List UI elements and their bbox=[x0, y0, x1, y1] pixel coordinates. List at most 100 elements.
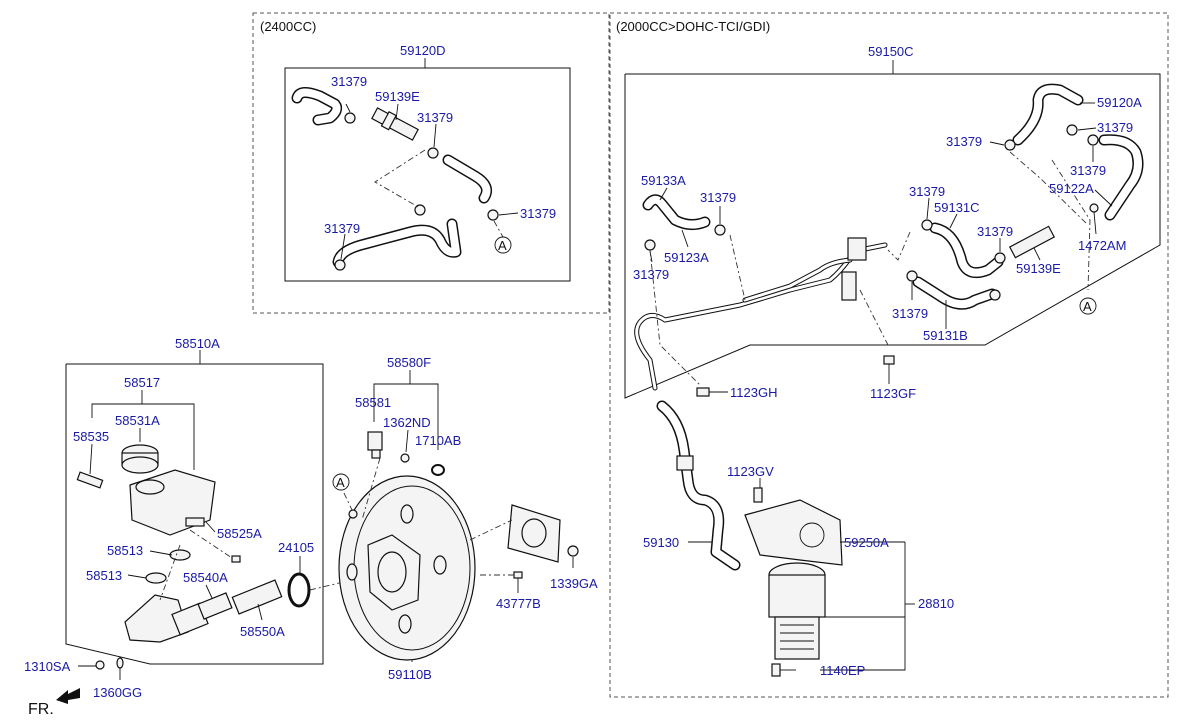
fitting-58581 bbox=[367, 431, 383, 459]
label-58535[interactable]: 58535 bbox=[73, 429, 109, 444]
label-fr: FR. bbox=[28, 701, 54, 718]
label-58540a[interactable]: 58540A bbox=[183, 570, 228, 585]
leader-59122a bbox=[1094, 189, 1113, 207]
seal-58540a bbox=[197, 592, 233, 620]
label-31379-b[interactable]: 31379 bbox=[417, 110, 453, 125]
bracket-59250a bbox=[744, 499, 843, 566]
label-58525a[interactable]: 58525A bbox=[217, 526, 262, 541]
group-box-59150c bbox=[624, 73, 1161, 399]
clamp-31379-c bbox=[487, 209, 499, 221]
label-59150c[interactable]: 59150C bbox=[868, 44, 914, 59]
label-31379-e[interactable]: 31379 bbox=[946, 134, 982, 149]
label-58513-a[interactable]: 58513 bbox=[107, 543, 143, 558]
label-43777b[interactable]: 43777B bbox=[496, 596, 541, 611]
master-cylinder-58510a bbox=[124, 594, 209, 643]
dashline-a1 bbox=[493, 220, 504, 238]
label-59130[interactable]: 59130 bbox=[643, 535, 679, 550]
label-1360gg[interactable]: 1360GG bbox=[93, 685, 142, 700]
label-59120a[interactable]: 59120A bbox=[1097, 95, 1142, 110]
bracket-58517 bbox=[91, 403, 195, 470]
section-header-2000cc: (2000CC>DOHC-TCI/GDI) bbox=[616, 19, 770, 34]
label-1362nd[interactable]: 1362ND bbox=[383, 415, 431, 430]
hose-upper-left bbox=[291, 87, 343, 126]
hose-59133a bbox=[642, 194, 711, 231]
clamp-extra2 bbox=[989, 289, 1001, 301]
hose-59130 bbox=[656, 400, 741, 571]
boot-58550a bbox=[231, 579, 283, 615]
label-31379-i[interactable]: 31379 bbox=[909, 184, 945, 199]
label-58531a[interactable]: 58531A bbox=[115, 413, 160, 428]
leader-59133a bbox=[659, 187, 668, 201]
label-31379-d[interactable]: 31379 bbox=[324, 221, 360, 236]
label-31379-l[interactable]: 31379 bbox=[892, 306, 928, 321]
label-1310sa[interactable]: 1310SA bbox=[24, 659, 71, 674]
label-58517[interactable]: 58517 bbox=[124, 375, 160, 390]
label-1472am[interactable]: 1472AM bbox=[1078, 238, 1126, 253]
reservoir-cap-58531a bbox=[121, 444, 159, 474]
label-31379-k[interactable]: 31379 bbox=[633, 267, 669, 282]
dashline-2000-d bbox=[649, 249, 701, 386]
label-31379-g[interactable]: 31379 bbox=[1070, 163, 1106, 178]
vacuum-pump-28810 bbox=[768, 562, 826, 660]
label-31379-f[interactable]: 31379 bbox=[1097, 120, 1133, 135]
hose-59120a bbox=[1012, 83, 1084, 146]
washer-1360gg bbox=[116, 657, 124, 669]
dashline-58581 bbox=[361, 457, 381, 521]
label-31379-h[interactable]: 31379 bbox=[700, 190, 736, 205]
label-1123gh[interactable]: 1123GH bbox=[730, 385, 777, 400]
label-59122a[interactable]: 59122A bbox=[1049, 181, 1094, 196]
label-28810[interactable]: 28810 bbox=[918, 596, 954, 611]
dashline-2000-b bbox=[1051, 159, 1091, 291]
label-59120d[interactable]: 59120D bbox=[400, 43, 446, 58]
label-31379-j[interactable]: 31379 bbox=[977, 224, 1013, 239]
grommet-58513-b bbox=[145, 572, 167, 584]
bolt-1123gf bbox=[883, 355, 895, 384]
leader-31379-c bbox=[498, 212, 519, 216]
group-box-59120d bbox=[284, 67, 571, 282]
label-59131b[interactable]: 59131B bbox=[923, 328, 968, 343]
label-59123a[interactable]: 59123A bbox=[664, 250, 709, 265]
label-1123gf[interactable]: 1123GF bbox=[870, 386, 916, 401]
label-58510a[interactable]: 58510A bbox=[175, 336, 220, 351]
ref-letter-a2: A bbox=[1083, 299, 1092, 314]
label-1710ab[interactable]: 1710AB bbox=[415, 433, 461, 448]
label-59250a[interactable]: 59250A bbox=[844, 535, 889, 550]
label-59133a[interactable]: 59133A bbox=[641, 173, 686, 188]
label-58581[interactable]: 58581 bbox=[355, 395, 391, 410]
label-59139e-b[interactable]: 59139E bbox=[1016, 261, 1061, 276]
label-59131c[interactable]: 59131C bbox=[934, 200, 980, 215]
group-box-58510a bbox=[65, 363, 324, 665]
label-31379-a[interactable]: 31379 bbox=[331, 74, 367, 89]
label-58580f[interactable]: 58580F bbox=[387, 355, 431, 370]
hose-lower bbox=[332, 218, 462, 268]
hose-59131b bbox=[912, 276, 998, 310]
vacuum-pipe-assembly bbox=[634, 237, 888, 391]
label-1123gv[interactable]: 1123GV bbox=[727, 464, 774, 479]
leader-31379-a bbox=[345, 103, 351, 113]
label-59110b[interactable]: 59110B bbox=[388, 667, 432, 682]
label-24105[interactable]: 24105 bbox=[278, 540, 314, 555]
label-58513-b[interactable]: 58513 bbox=[86, 568, 122, 583]
o-ring-24105 bbox=[287, 572, 311, 608]
dashline-2000-c bbox=[887, 231, 911, 261]
label-31379-c[interactable]: 31379 bbox=[520, 206, 556, 221]
dashline-2000-f bbox=[859, 289, 889, 346]
dashline-gasket bbox=[469, 519, 513, 541]
reservoir-58517 bbox=[129, 469, 216, 536]
ref-circle-a1 bbox=[494, 236, 512, 254]
grommet-58513-a bbox=[169, 549, 191, 561]
clamp-31379-a bbox=[344, 112, 356, 124]
leader-31379-d bbox=[340, 233, 346, 260]
label-58550a[interactable]: 58550A bbox=[240, 624, 285, 639]
front-arrow-icon bbox=[56, 688, 80, 704]
clamp-31379-e bbox=[1004, 139, 1016, 151]
label-1140ep[interactable]: 1140EP bbox=[820, 663, 865, 678]
clamp-31379-g bbox=[1087, 134, 1099, 146]
label-1339ga[interactable]: 1339GA bbox=[550, 576, 598, 591]
leader-59131c bbox=[949, 213, 958, 229]
label-59139e-a[interactable]: 59139E bbox=[375, 89, 420, 104]
leader-58513-a bbox=[149, 550, 173, 556]
leader-58540a bbox=[205, 584, 213, 599]
bolt-1140ep bbox=[771, 663, 796, 677]
